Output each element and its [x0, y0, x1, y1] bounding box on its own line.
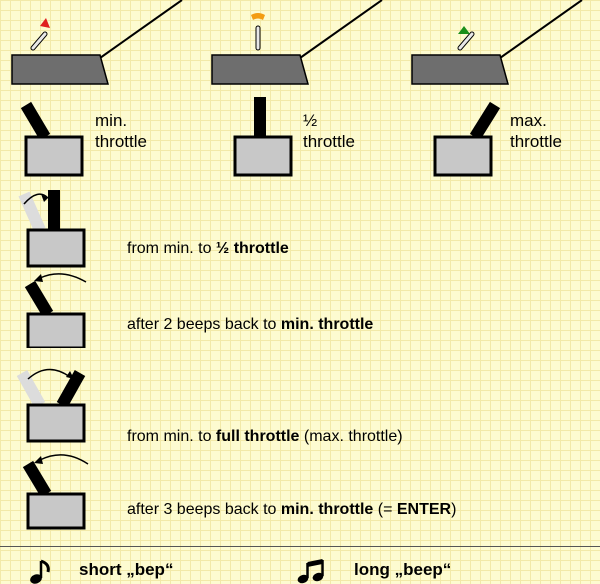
step4-text: after 3 beeps back to min. throttle (= E…: [127, 501, 457, 518]
indicator-min-icon: [40, 18, 50, 28]
step3-text: from min. to full throttle (max. throttl…: [127, 428, 403, 445]
transmitter-max: [411, 0, 583, 85]
antenna: [99, 0, 183, 59]
antenna: [299, 0, 383, 59]
stick-max-icon: [433, 101, 501, 177]
label-min: min. throttle: [95, 111, 147, 151]
indicator-half-icon: [251, 13, 265, 20]
step2-text: after 2 beeps back to min. throttle: [127, 316, 374, 333]
legend-short: short „bep“: [79, 560, 174, 579]
transmitter-body: [411, 54, 509, 85]
step2-stick-icon: [24, 273, 87, 348]
indicator-max-icon: [458, 26, 470, 34]
step3-stick-icon: [16, 368, 86, 443]
transmitter-half: [211, 0, 383, 85]
step1-text: from min. to ½ throttle: [127, 240, 289, 257]
label-max: max. throttle: [510, 111, 562, 151]
antenna: [499, 0, 583, 59]
transmitter-body: [211, 54, 309, 85]
label-half: ½ throttle: [303, 111, 355, 151]
legend-long: long „beep“: [354, 560, 452, 579]
step1-stick-icon: [18, 190, 86, 268]
stick-min-icon: [20, 101, 84, 177]
transmitter-body: [11, 54, 109, 85]
eighth-note-icon: [30, 559, 50, 584]
stick-half-icon: [233, 97, 293, 177]
beamed-notes-icon: [297, 559, 324, 584]
step4-stick-icon: [22, 454, 89, 530]
legend-divider: [0, 546, 600, 547]
transmitter-min: [11, 0, 183, 85]
